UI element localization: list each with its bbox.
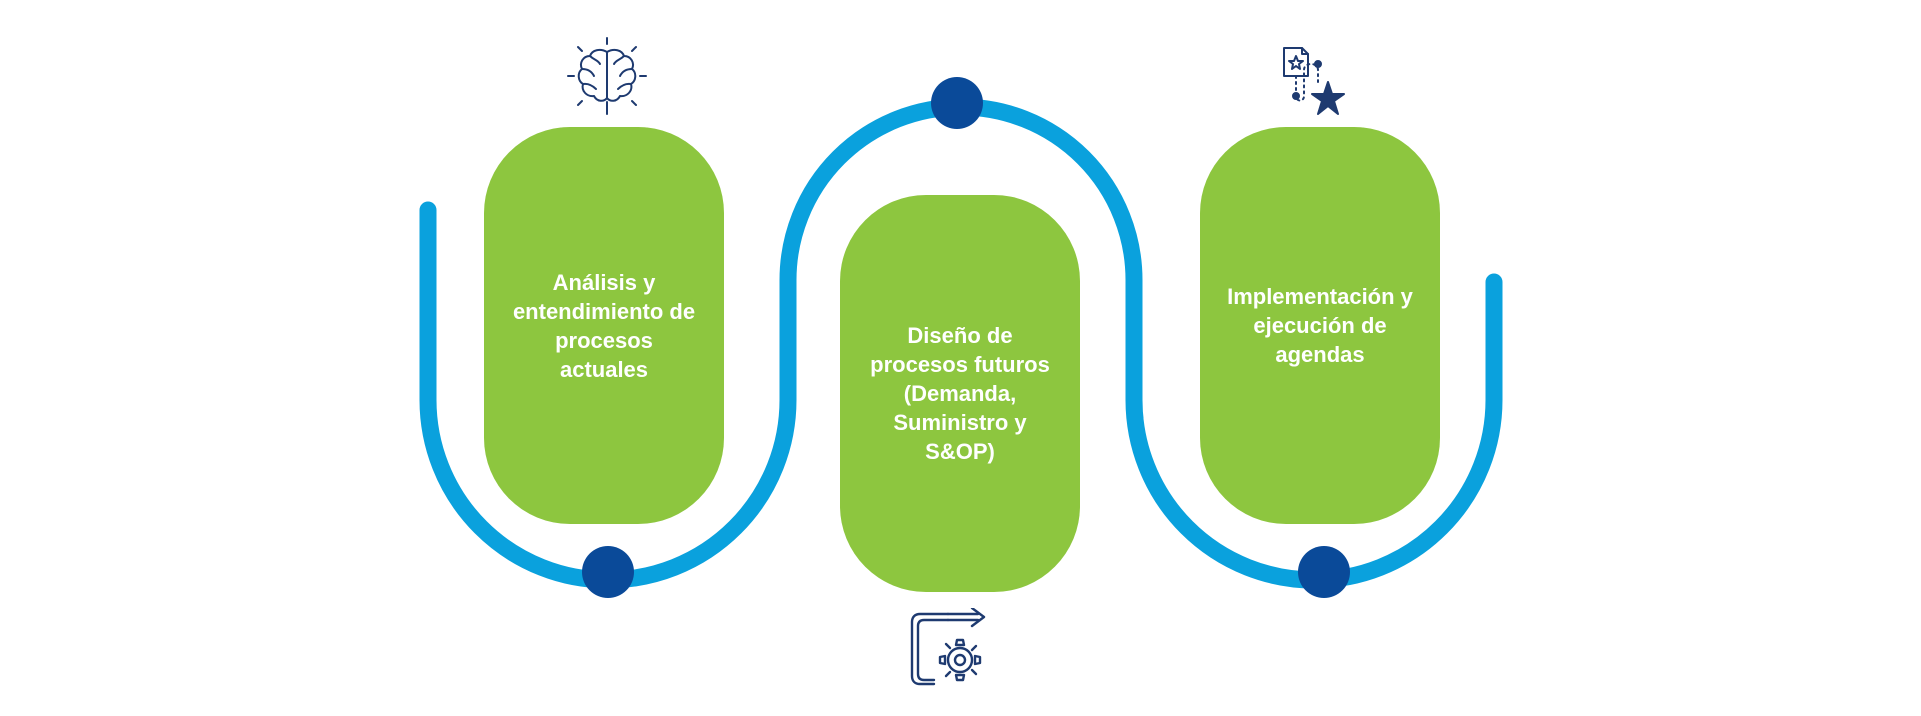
roadmap-star-icon: [1280, 46, 1364, 126]
step-label-design: Diseño de procesos futuros (Demanda, Sum…: [870, 323, 1050, 464]
brain-icon: [564, 34, 650, 120]
step-card-analysis: Análisis y entendimiento de procesos act…: [484, 127, 724, 524]
milestone-node-bottom-right: [1298, 546, 1350, 598]
step-card-design: Diseño de procesos futuros (Demanda, Sum…: [840, 195, 1080, 592]
process-gear-icon: [908, 608, 992, 692]
milestone-node-top: [931, 77, 983, 129]
step-card-implementation: Implementación y ejecución de agendas: [1200, 127, 1440, 524]
step-label-implementation: Implementación y ejecución de agendas: [1227, 284, 1413, 367]
step-label-analysis: Análisis y entendimiento de procesos act…: [512, 269, 696, 382]
milestone-node-bottom-left: [582, 546, 634, 598]
